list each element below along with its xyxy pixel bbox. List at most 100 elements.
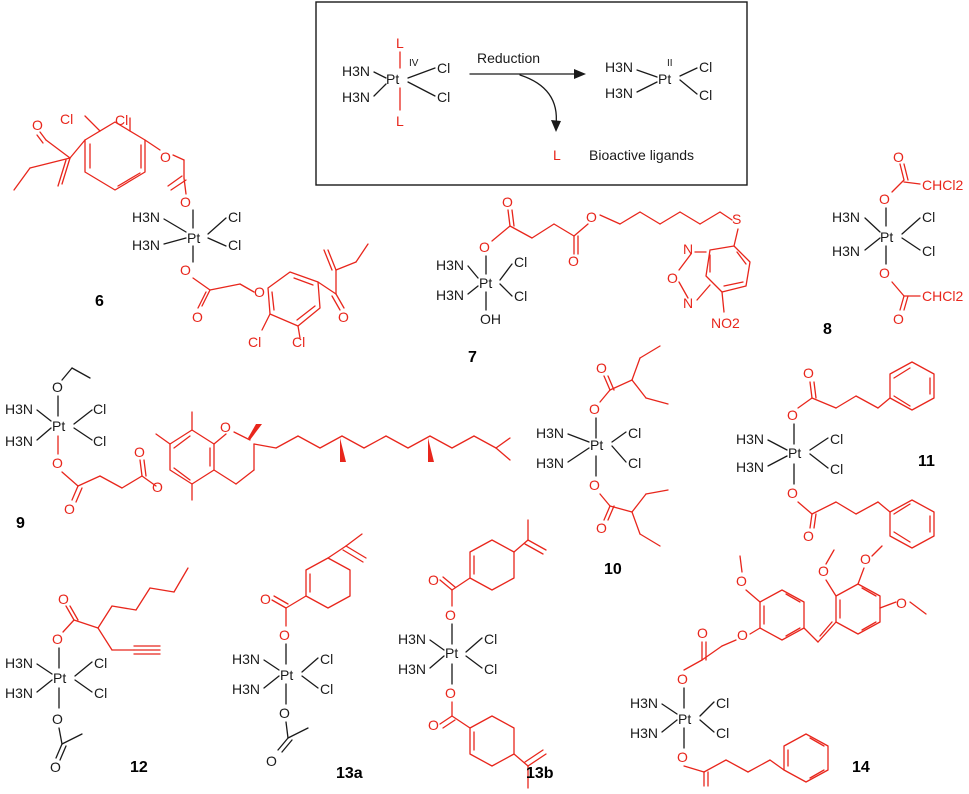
h3n-atom: H3N	[132, 209, 160, 225]
compound-label: 13a	[336, 765, 363, 782]
cl-atom: Cl	[437, 60, 450, 76]
pt-iv-atom: Pt	[386, 71, 399, 87]
compound-label: 12	[130, 759, 148, 776]
o-atom: O	[893, 311, 904, 327]
h3n-atom: H3N	[5, 401, 33, 417]
o-atom: O	[596, 360, 607, 376]
compound-6: Cl Cl O O O Pt H3N H3N Cl Cl O	[13, 111, 369, 350]
bioactive-ligands-label: Bioactive ligands	[589, 147, 694, 163]
h3n-atom: H3N	[342, 63, 370, 79]
cl-atom: Cl	[830, 431, 843, 447]
h3n-atom: H3N	[5, 685, 33, 701]
pt-atom: Pt	[445, 645, 458, 661]
compound-8: Pt H3N H3N Cl Cl O O CHCl2 O O CHCl2 8	[823, 149, 963, 338]
compound-12: Pt H3N H3N Cl Cl O O O O 12	[5, 567, 189, 776]
cl-atom: Cl	[922, 243, 935, 259]
o-atom: O	[736, 573, 747, 589]
compound-label: 11	[918, 453, 935, 470]
axial-ligand-top: L	[396, 35, 404, 51]
cl-atom: Cl	[830, 461, 843, 477]
h3n-atom: H3N	[630, 695, 658, 711]
o-atom: O	[52, 379, 63, 395]
o-atom: O	[697, 625, 708, 641]
o-atom: O	[879, 191, 890, 207]
pt-atom: Pt	[53, 670, 66, 686]
cl-atom: Cl	[514, 288, 527, 304]
h3n-atom: H3N	[232, 651, 260, 667]
o-atom: O	[220, 419, 231, 435]
cl-atom: Cl	[484, 661, 497, 677]
pt-atom: Pt	[590, 437, 603, 453]
compound-9: Pt H3N H3N Cl Cl O O O O O O	[5, 367, 511, 532]
cl-atom: Cl	[228, 209, 241, 225]
cl-atom: Cl	[484, 631, 497, 647]
compound-label: 14	[852, 759, 870, 776]
compound-label: 7	[468, 349, 477, 366]
cl-atom: Cl	[320, 681, 333, 697]
o-atom: O	[893, 149, 904, 165]
h3n-atom: H3N	[736, 431, 764, 447]
o-atom: O	[160, 149, 171, 165]
o-atom: O	[52, 711, 63, 727]
cl-atom: Cl	[94, 685, 107, 701]
o-atom: O	[502, 194, 513, 210]
s-atom: S	[732, 211, 741, 227]
no2-group: NO2	[711, 315, 740, 331]
pt-atom: Pt	[52, 418, 65, 434]
pt-atom: Pt	[187, 230, 200, 246]
o-atom: O	[860, 551, 871, 567]
cl-atom: Cl	[437, 89, 450, 105]
arrow-head	[551, 120, 561, 132]
o-atom: O	[254, 284, 265, 300]
o-atom: O	[737, 627, 748, 643]
o-atom: O	[192, 309, 203, 325]
h3n-atom: H3N	[398, 631, 426, 647]
compound-10: Pt H3N H3N Cl Cl O O O O 10	[536, 345, 669, 578]
o-atom: O	[445, 685, 456, 701]
o-atom: O	[428, 572, 439, 588]
o-atom: O	[52, 455, 63, 471]
reduction-label: Reduction	[477, 50, 540, 66]
cl-atom: Cl	[699, 59, 712, 75]
reduction-scheme: L IV Pt H3N H3N Cl Cl L Reduction L Bioa…	[315, 1, 748, 186]
o-atom: O	[667, 270, 678, 286]
cl-atom: Cl	[628, 455, 641, 471]
pt-atom: Pt	[280, 667, 293, 683]
o-atom: O	[589, 401, 600, 417]
cl-atom: Cl	[628, 425, 641, 441]
o-atom: O	[677, 749, 688, 765]
compound-label: 6	[95, 293, 104, 310]
cl-atom: Cl	[94, 655, 107, 671]
axial-ligand-bottom: L	[396, 113, 404, 129]
compound-label: 8	[823, 321, 832, 338]
o-atom: O	[180, 262, 191, 278]
o-atom: O	[428, 717, 439, 733]
o-atom: O	[803, 528, 814, 544]
compound-label: 13b	[526, 765, 554, 782]
h3n-atom: H3N	[232, 681, 260, 697]
compound-label: 10	[604, 561, 622, 578]
cl-atom: Cl	[248, 334, 261, 350]
h3n-atom: H3N	[436, 257, 464, 273]
h3n-atom: H3N	[436, 287, 464, 303]
h3n-atom: H3N	[832, 243, 860, 259]
o-atom: O	[50, 759, 61, 775]
h3n-atom: H3N	[5, 655, 33, 671]
o-atom: O	[787, 407, 798, 423]
pt-ii-label: II	[667, 58, 673, 69]
h3n-atom: H3N	[342, 89, 370, 105]
compound-13a: Pt H3N H3N Cl Cl O O O O 13a	[232, 533, 367, 782]
pt-ii-atom: Pt	[658, 71, 671, 87]
cl-atom: Cl	[716, 725, 729, 741]
pt-atom: Pt	[880, 229, 893, 245]
cl-atom: Cl	[60, 111, 73, 127]
o-atom: O	[589, 477, 600, 493]
o-atom: O	[279, 705, 290, 721]
o-atom: O	[818, 563, 829, 579]
cl-atom: Cl	[716, 695, 729, 711]
pt-iv-label: IV	[409, 58, 419, 69]
h3n-atom: H3N	[132, 237, 160, 253]
h3n-atom: H3N	[398, 661, 426, 677]
chcl2-group: CHCl2	[922, 177, 963, 193]
